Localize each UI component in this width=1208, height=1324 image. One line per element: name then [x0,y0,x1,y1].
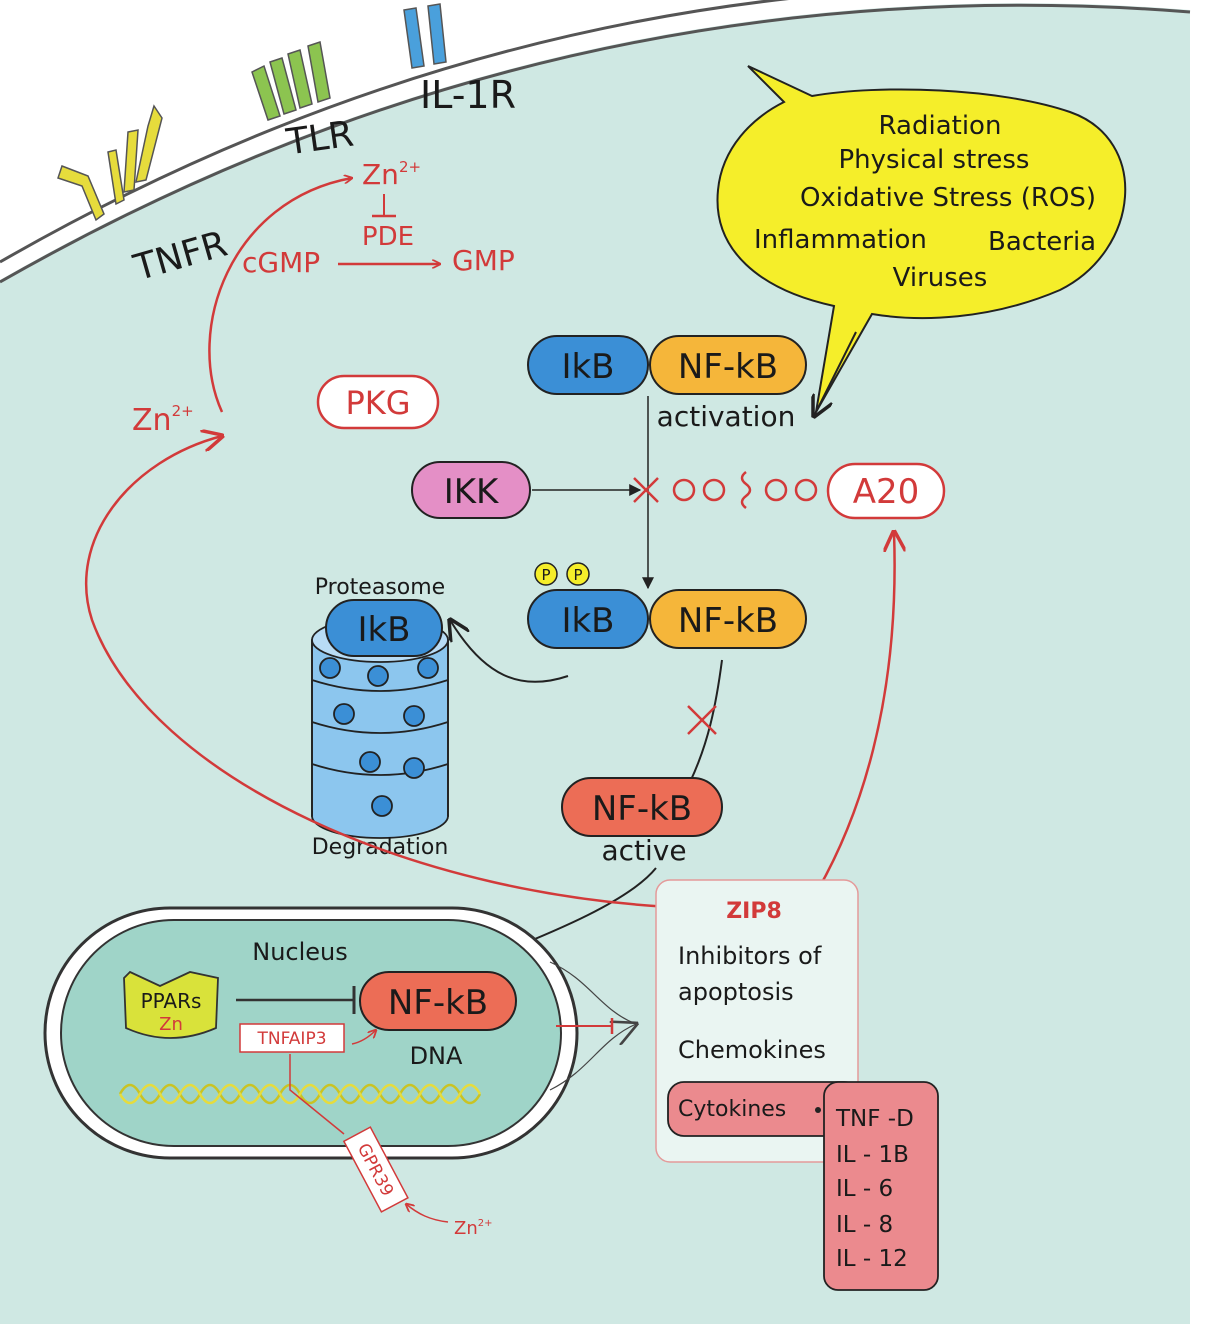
chemokines-label: Chemokines [678,1036,826,1064]
cytokine-il1b: IL - 1B [836,1142,909,1168]
a20-box [826,462,946,520]
ikb-mid-box [527,589,649,649]
ppars-zn-label: Zn [159,1014,183,1035]
stress-bacteria: Bacteria [988,227,1096,257]
zip8-zn-feedback-arrow [85,436,697,910]
activation-label: activation [657,400,796,433]
a20-label: A20 [853,472,920,512]
gpr39-box [342,1126,409,1213]
stress-radiation: Radiation [879,111,1002,141]
stress-oxidative: Oxidative Stress (ROS) [800,183,1096,213]
a20-inhibition-chain [633,471,818,509]
tnfr-receptor-icon [57,104,163,222]
ikk-label: IKK [444,472,500,512]
gmp-label: GMP [452,244,515,277]
release-block-x [687,705,717,735]
nucleus-label: Nucleus [252,938,348,966]
proteasome-ikb-box [325,599,443,657]
cytokine-il8: IL - 8 [836,1212,893,1238]
cytokine-il6: IL - 6 [836,1176,893,1202]
tlr-label: TLR [283,114,356,164]
ikb-mid-label: IkB [561,601,614,641]
proteasome-ikb-label: IkB [357,610,410,650]
transcription-output-arrow-lower [549,1024,636,1091]
phospho-1-icon [534,562,558,586]
nfkb-mid-label: NF-kB [678,601,778,641]
pkg-label: PKG [345,384,410,422]
tnfaip3-label: TNFAIP3 [256,1029,326,1049]
pkg-box [316,374,440,430]
inhibitors-line-1: Inhibitors of [678,942,822,970]
ikb-top-label: IkB [561,347,614,387]
il1r-label: IL-1R [420,73,516,117]
dna-label: DNA [410,1042,463,1070]
stress-physical: Physical stress [839,145,1030,175]
zn-left-label: Zn2+ [132,402,194,438]
nfkb-top-box [649,335,807,395]
zn-gpr39-arrow [406,1204,449,1223]
zip8-label: ZIP8 [726,899,782,924]
pde-label: PDE [362,222,414,252]
cytokine-tnf: TNF -D [835,1106,914,1132]
phospho-1-label: P [541,566,550,584]
il1r-receptor-icon [403,3,447,69]
nfkb-active-sublabel: active [601,834,686,867]
proteasome-label: Proteasome [315,575,445,600]
nfkb-active-label: NF-kB [592,789,692,829]
zn-up-arrow [208,178,352,413]
cytokine-il12: IL - 12 [836,1246,908,1272]
tlr-receptor-icon [251,41,331,121]
nfkb-release-path [689,659,723,783]
zip8-a20-arrow [810,532,895,901]
nfkb-mid-box [649,589,807,649]
ikk-box [411,461,531,519]
ikb-top-box [527,335,649,395]
ppars-shape [123,970,219,1039]
cytokine-list-box [823,1081,939,1291]
cgmp-label: cGMP [242,246,320,279]
cytokines-bullet [815,1107,821,1113]
nucleus-zn-label: Zn2+ [454,1218,493,1239]
tnfaip3-nfkb-arrow [351,1030,376,1045]
phospho-2-label: P [573,566,582,584]
ppars-label: PPARs [141,989,202,1013]
nucleus-nfkb-box [359,971,517,1031]
nfkb-top-label: NF-kB [678,347,778,387]
stress-inflammation: Inflammation [754,225,927,255]
zn-top-label: Zn2+ [362,158,421,191]
stress-bubble [716,65,1127,413]
dna-helix-icon [118,1083,482,1105]
nfkb-active-box [561,777,723,837]
cytokines-label: Cytokines [678,1097,786,1122]
ikb-to-proteasome-arrow [450,620,569,683]
transcription-output-arrow [549,961,637,1025]
gpr39-connector [289,1054,345,1135]
phospho-2-icon [566,562,590,586]
tnfaip3-box [239,1023,345,1053]
stress-activation-arrow [814,331,857,416]
stress-viruses: Viruses [893,263,988,293]
cell-membrane-inner [0,3,1191,284]
nucleus-nfkb-label: NF-kB [388,983,488,1023]
cell-membrane-outer [0,0,790,264]
degradation-label: Degradation [312,835,449,860]
inhibitors-line-2: apoptosis [678,978,794,1006]
